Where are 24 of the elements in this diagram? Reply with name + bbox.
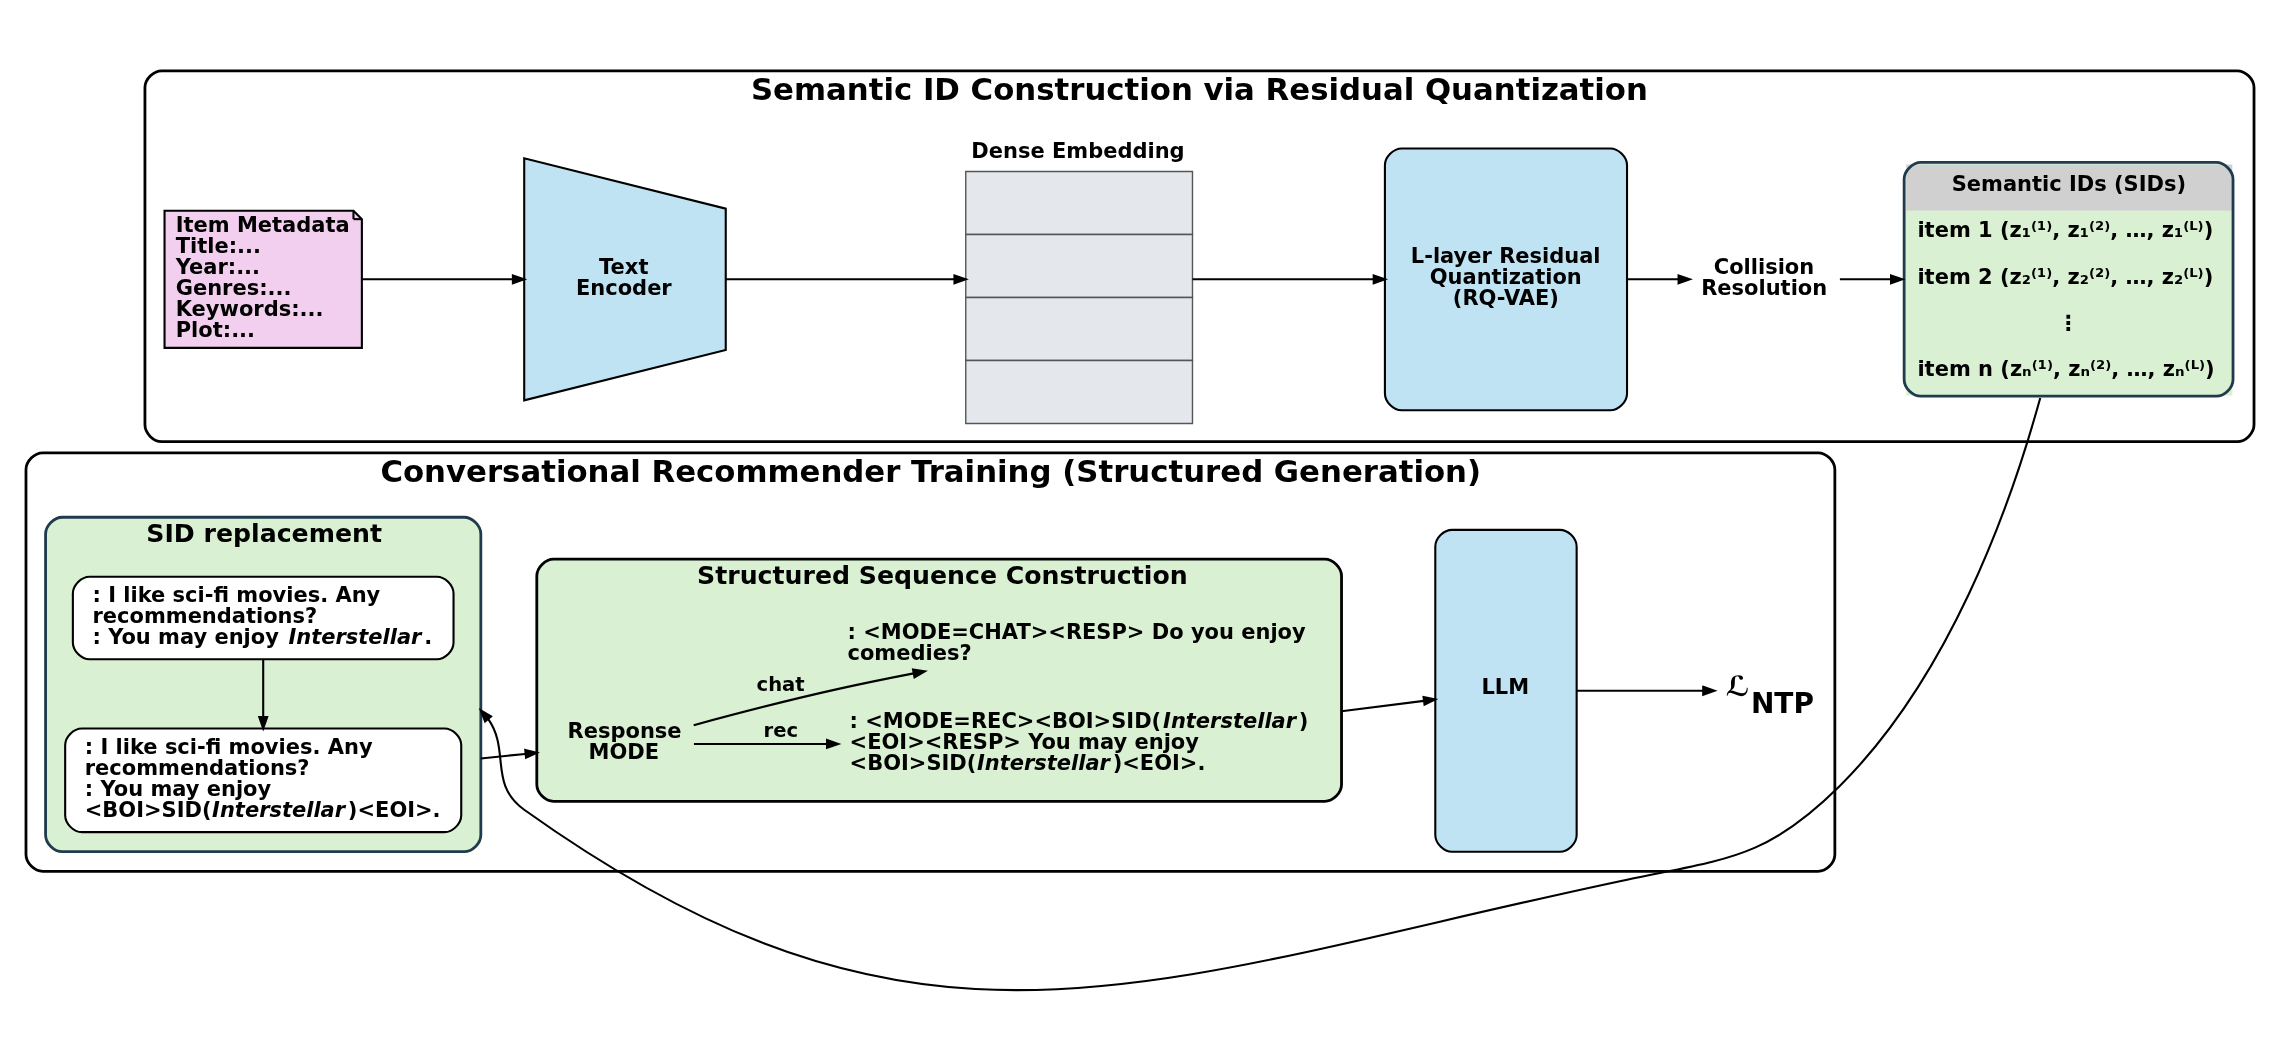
node-text: : <MODE=REC><BOI>SID(Interstellar) <EOI><RESP> You may enjoy <BOI>SID(Interstellar)<EOI>. xyxy=(849,708,1309,775)
arrow xyxy=(1839,273,1906,285)
node-text: : <MODE=CHAT><RESP> Do you enjoy comedies? xyxy=(847,620,1306,665)
arrow xyxy=(362,273,528,285)
arrow xyxy=(1627,273,1693,285)
arrow xyxy=(480,748,540,760)
node-label: Dense Embedding xyxy=(971,138,1185,163)
arrow xyxy=(478,397,2042,991)
node-text: Collision Resolution xyxy=(1701,254,1828,300)
edge-label: chat xyxy=(756,673,805,697)
node-box: : I like sci-fi movies. Any recommendations? : You may enjoy <BOI>SID(Interstellar)<EOI>. xyxy=(64,727,463,834)
arrow xyxy=(693,738,842,750)
arrow xyxy=(1576,685,1718,697)
node-text: Response MODE xyxy=(567,719,682,765)
arrow xyxy=(726,273,969,285)
node-box: L-layer Residual Quantization (RQ-VAE) xyxy=(1383,147,1629,412)
node-box: Text Encoder xyxy=(523,156,727,402)
node-box: LLM xyxy=(1434,528,1578,853)
arrow xyxy=(1341,695,1439,713)
arrow xyxy=(693,668,928,727)
arrow xyxy=(1192,273,1389,285)
edge-label: rec xyxy=(763,719,799,743)
node-box: : I like sci-fi movies. Any recommendations? : You may enjoy Interstellar. xyxy=(71,575,455,661)
arrow xyxy=(257,659,269,732)
